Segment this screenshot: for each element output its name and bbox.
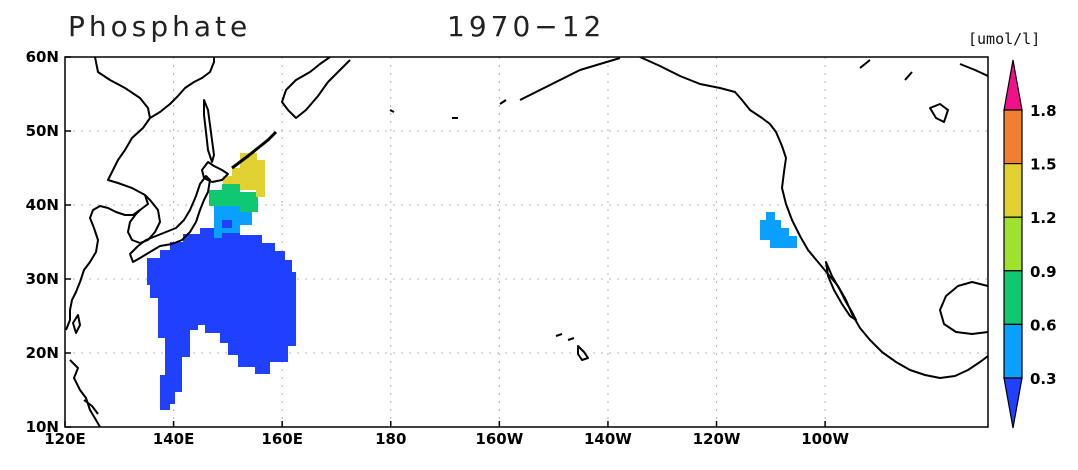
coast-taiwan <box>72 314 81 334</box>
colorbar-box <box>1003 270 1023 325</box>
tick-label-lon: 140W <box>584 430 632 448</box>
coast-sakhalin <box>203 99 215 163</box>
coast-philippines <box>69 359 101 427</box>
map-axes: 120E 140E 160E 180 160W 140W 120W 100W 10N 20N 30N… <box>26 48 850 448</box>
colorbar-level-label: 1.8 <box>1030 102 1057 120</box>
coastlines <box>65 57 988 427</box>
field-cell-light-blue-california <box>760 212 797 248</box>
coast-canada-islands <box>859 59 988 123</box>
date-title: 1970−12 <box>447 10 606 43</box>
colorbar-level-label: 1.2 <box>1030 209 1057 227</box>
tick-label-lon: 140E <box>153 430 195 448</box>
coast-alaska <box>519 57 771 125</box>
coast-baja <box>825 261 857 321</box>
tick-label-lon: 120W <box>693 430 741 448</box>
tick-label-lon: 120E <box>44 430 86 448</box>
tick-label-lon: 180 <box>375 430 406 448</box>
coast-kurils <box>231 130 278 170</box>
tick-label-lat: 60N <box>26 48 59 66</box>
coast-asia-north <box>149 57 215 119</box>
colorbar-unit-label: [umol/l] <box>968 30 1041 48</box>
field-cell-yellow <box>223 153 265 197</box>
colorbar-box <box>1003 216 1023 272</box>
colorbar-box <box>1003 109 1023 165</box>
tick-label-lat: 30N <box>26 270 59 288</box>
coast-north-america <box>769 123 988 379</box>
tick-label-lat: 10N <box>26 418 59 436</box>
map-frame <box>64 56 989 428</box>
field-cell-green <box>209 184 258 212</box>
variable-title: Phosphate <box>68 10 252 43</box>
tick-label-lon: 160W <box>475 430 523 448</box>
coast-gulf-mexico <box>939 281 988 335</box>
colorbar-box <box>1003 163 1023 218</box>
field-cell-dark-blue-spot <box>222 220 232 228</box>
tick-label-lat: 40N <box>26 196 59 214</box>
colorbar-extend-max <box>1003 59 1023 111</box>
coast-japan <box>129 175 211 263</box>
colorbar-level-label: 0.9 <box>1030 263 1057 281</box>
coast-hawaii <box>555 333 589 361</box>
colorbar-level-label: 1.5 <box>1030 156 1057 174</box>
tick-label-lat: 50N <box>26 122 59 140</box>
colorbar: 0.3 0.6 0.9 1.2 1.5 1.8 <box>1003 59 1057 429</box>
field-cell-dark-blue-west <box>147 228 296 410</box>
colorbar-level-label: 0.6 <box>1030 316 1057 334</box>
coast-kamchatka <box>281 57 351 119</box>
tick-label-lat: 20N <box>26 344 59 362</box>
colorbar-box <box>1003 323 1023 379</box>
coast-aleutians <box>389 99 507 119</box>
coast-asia <box>65 57 151 331</box>
phosphate-field <box>147 153 797 410</box>
coast-hokkaido <box>201 161 229 183</box>
tick-label-lon: 160E <box>261 430 303 448</box>
tick-label-lon: 100W <box>801 430 849 448</box>
colorbar-extend-min <box>1003 377 1023 429</box>
colorbar-level-label: 0.3 <box>1030 370 1057 388</box>
